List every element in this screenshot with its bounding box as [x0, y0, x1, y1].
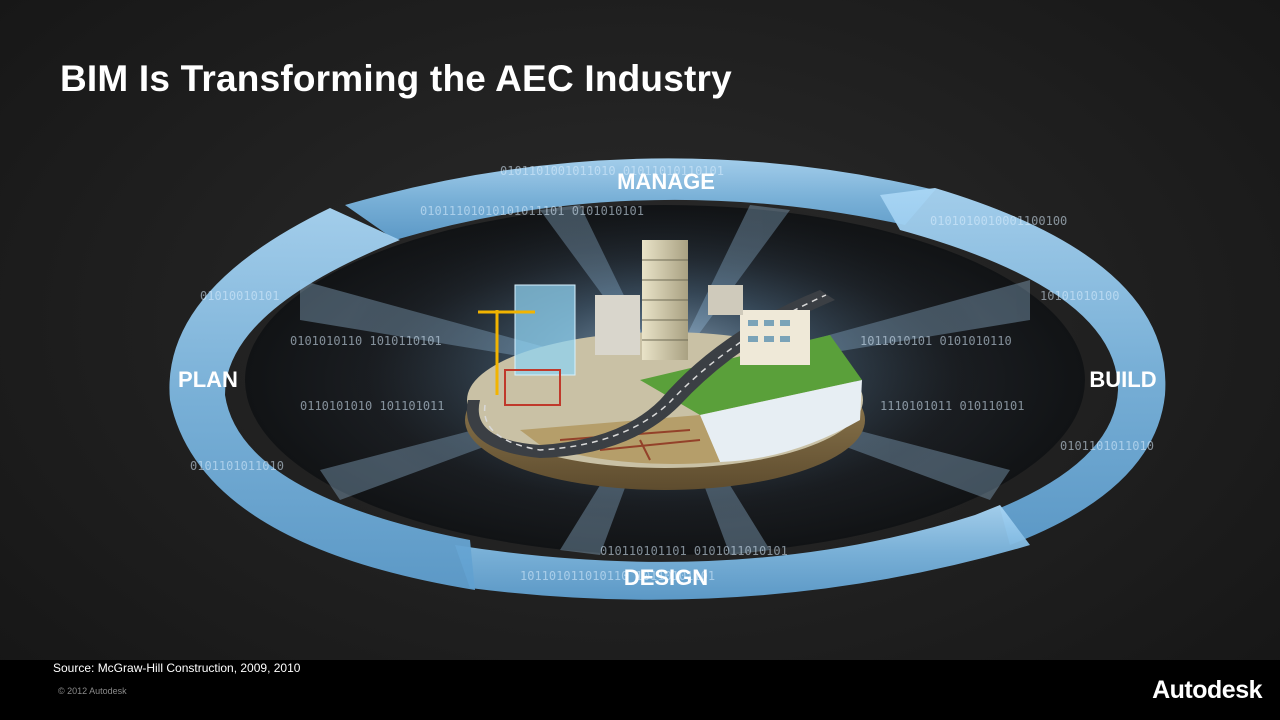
construction-frame — [504, 369, 561, 406]
construction-crane — [478, 310, 535, 395]
binary-pattern: 0101101011010 — [1060, 439, 1154, 453]
blueprint-area — [700, 380, 862, 462]
cycle-label-design: DESIGN — [624, 565, 708, 590]
design-arrow-segment — [455, 505, 1030, 600]
slide-title: BIM Is Transforming the AEC Industry — [60, 58, 732, 99]
binary-pattern: 0101010010001100100 — [930, 214, 1067, 228]
binary-pattern: 101101011010110 10110101101 — [520, 569, 715, 583]
binary-pattern: 01011101010101011101 0101010101 — [420, 204, 644, 218]
city-platform — [465, 240, 865, 490]
binary-pattern: 010110101101 0101011010101 — [600, 544, 788, 558]
cycle-label-plan: PLAN — [178, 367, 238, 392]
footer-bar — [0, 660, 1280, 720]
office-building — [595, 295, 640, 355]
manage-arrow-segment — [345, 158, 935, 240]
cycle-label-manage: MANAGE — [617, 169, 715, 194]
build-arrow-segment — [880, 188, 1166, 545]
copyright-notice: © 2012 Autodesk — [58, 686, 127, 696]
bim-lifecycle-diagram: 0101010110 1010110101 1011010101 0101010… — [169, 158, 1166, 600]
binary-pattern: 1110101011 010110101 — [880, 399, 1025, 413]
binary-pattern: 0101010110 1010110101 — [290, 334, 442, 348]
binary-pattern: 10101010100 — [1040, 289, 1119, 303]
plan-arrow-segment — [169, 208, 475, 590]
binary-pattern: 01010010101 — [200, 289, 279, 303]
autodesk-logo: Autodesk — [1152, 676, 1262, 704]
glass-building — [515, 285, 575, 375]
binary-pattern: 1011010101 0101010110 — [860, 334, 1012, 348]
cycle-label-build: BUILD — [1089, 367, 1156, 392]
source-citation: Source: McGraw-Hill Construction, 2009, … — [53, 661, 301, 675]
small-building — [708, 285, 743, 315]
binary-pattern: 0101101001011010 01011010110101 — [500, 164, 724, 178]
binary-pattern: 0101101011010 — [190, 459, 284, 473]
binary-pattern: 0110101010 101101011 — [300, 399, 445, 413]
